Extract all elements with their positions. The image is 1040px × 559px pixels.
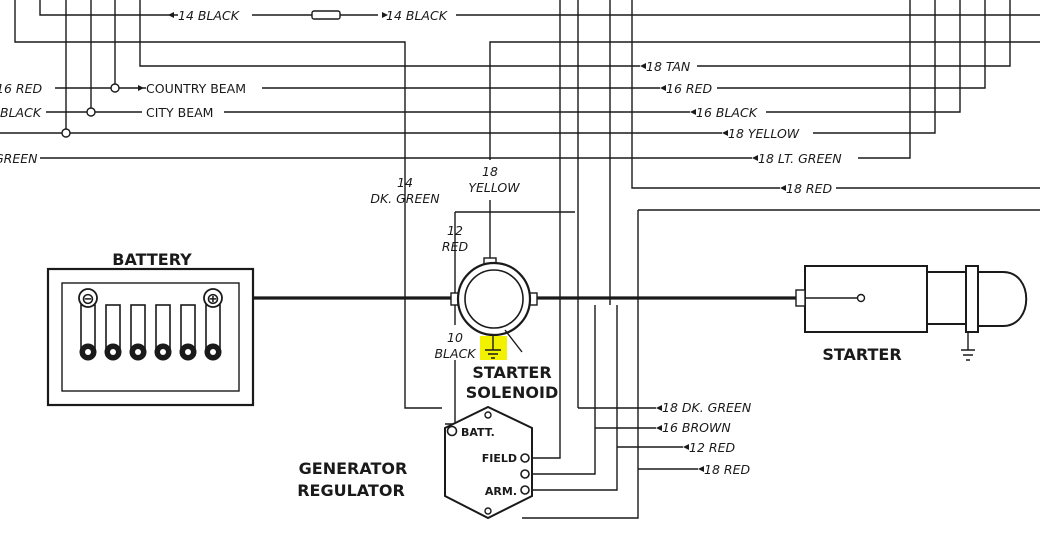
wire-labels: 14 BLACK 14 BLACK 16 RED COUNTRY BEAM BL… [0,8,842,477]
label-16-black: 16 BLACK [696,105,759,120]
label-red-12-num: 12 [447,223,463,238]
ground-icon [961,349,975,361]
label-yellow-num: 18 [482,164,498,179]
label-dk-green-num: 14 [397,175,413,190]
ground-icon [480,335,507,360]
label-solenoid-line2: SOLENOID [466,383,558,402]
label-country-beam: COUNTRY BEAM [146,81,246,96]
terminal-icon [520,453,530,463]
label-18-dk-green: 18 DK. GREEN [662,400,752,415]
label-18-red-bottom: 18 RED [704,462,750,477]
label-dk-green-name: DK. GREEN [370,191,440,206]
starter-solenoid [450,257,538,353]
battery: ⊖ ⊕ [46,267,255,407]
solenoid-wires [445,200,575,425]
terminal-icon [520,485,530,495]
label-red-12-name: RED [442,239,469,254]
label-city-beam: CITY BEAM [146,105,213,120]
arrow-marks [138,12,786,472]
label-16-brown: 16 BROWN [662,420,731,435]
label-yellow-name: YELLOW [468,180,520,195]
label-18-lt-green: 18 LT. GREEN [758,151,842,166]
label-regulator-line2: REGULATOR [297,481,405,500]
label-country-beam-wire: 16 RED [0,81,42,96]
battery-positive-icon: ⊕ [206,289,219,308]
battery-negative-icon: ⊖ [81,289,94,308]
top-wires [0,0,1040,409]
label-top-wire-left: 14 BLACK [178,8,241,23]
label-12-red: 12 RED [689,440,735,455]
label-18-yellow: 18 YELLOW [728,126,800,141]
terminal-icon [520,469,530,479]
starter-motor [795,265,1028,361]
label-starter: STARTER [822,345,901,364]
label-top-wire-right: 14 BLACK [386,8,449,23]
splice-dots [61,83,120,138]
label-18-red-top: 18 RED [786,181,832,196]
label-18-tan: 18 TAN [646,59,691,74]
terminal-icon [446,425,458,437]
label-black-10-num: 10 [447,330,463,345]
label-left-green-wire: GREEN [0,151,38,166]
fuse-icon [311,10,341,20]
vertical-wires [522,0,1040,519]
generator-regulator [444,405,533,520]
label-solenoid-line1: STARTER [472,363,551,382]
label-term-field: FIELD [482,452,517,465]
label-black-10-name: BLACK [434,346,477,361]
label-term-batt: BATT. [461,426,495,439]
label-16-red: 16 RED [666,81,712,96]
label-regulator-line1: GENERATOR [299,459,408,478]
component-labels: BATTERY STARTER SOLENOID STARTER GENERAT… [112,250,901,500]
label-battery: BATTERY [112,250,192,269]
label-term-arm: ARM. [485,485,517,498]
label-city-beam-wire: BLACK [0,105,43,120]
